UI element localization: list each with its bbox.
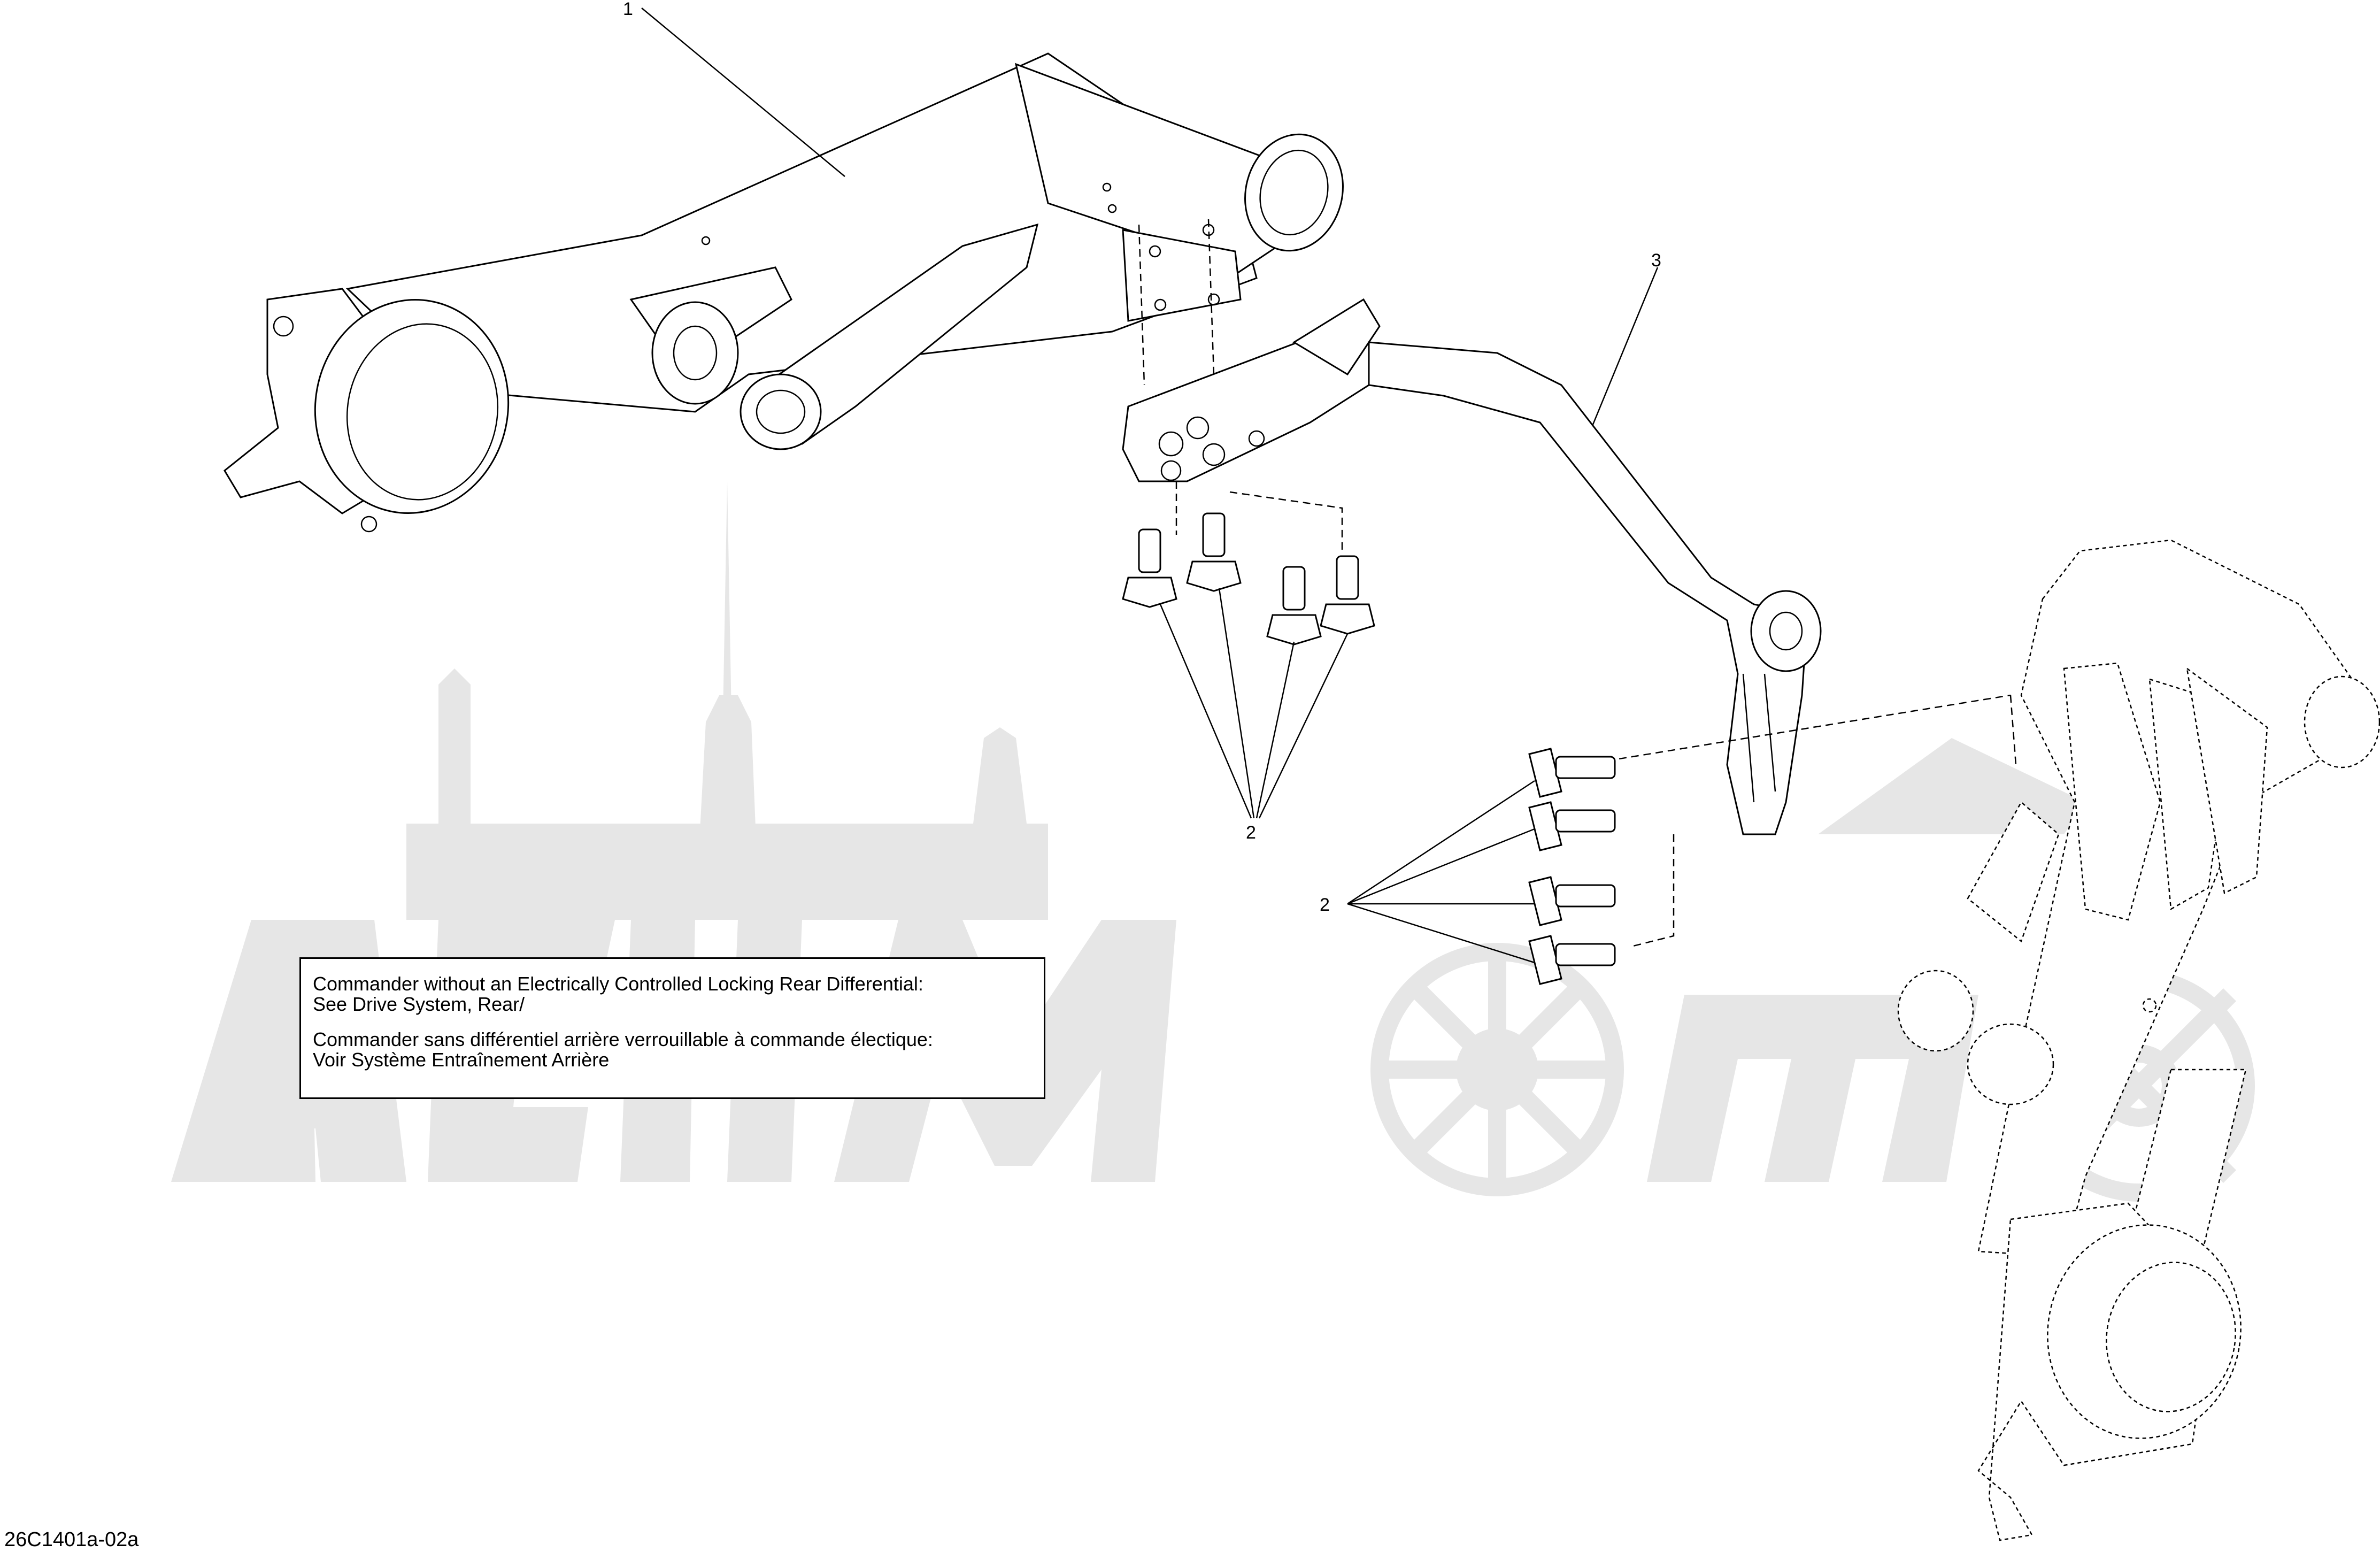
part-2-bolts-upper (1122, 219, 1375, 819)
note-line-2: See Drive System, Rear/ (313, 993, 525, 1015)
callout-label-2-lower: 2 (1320, 895, 1330, 915)
callout-label-1: 1 (623, 0, 633, 19)
callout-label-2-upper: 2 (1246, 823, 1256, 843)
bolt-lower-4 (1528, 935, 1616, 985)
callout-label-3: 3 (1651, 250, 1661, 271)
bolt-lower-1 (1528, 748, 1616, 798)
bolt-lower-2 (1528, 801, 1616, 851)
note-line-4: Voir Système Entraînement Arrière (313, 1049, 610, 1071)
note-paragraph-english: Commander without an Electrically Contro… (313, 974, 1032, 1015)
bolt-upper-3 (1266, 566, 1322, 645)
part-3-link-lever (1122, 267, 1822, 835)
note-line-1: Commander without an Electrically Contro… (313, 973, 923, 995)
reference-assembly-phantom (1897, 539, 2380, 1541)
bolt-upper-1 (1122, 528, 1177, 608)
part-1-swing-arm (224, 7, 1344, 533)
bolt-lower-3 (1528, 876, 1616, 926)
diagram-code: 26C1401a-02a (4, 1528, 139, 1551)
note-paragraph-french: Commander sans différentiel arrière verr… (313, 1029, 1032, 1070)
bolt-upper-2 (1186, 512, 1242, 592)
note-line-3: Commander sans différentiel arrière verr… (313, 1028, 933, 1050)
bolt-upper-4 (1320, 555, 1375, 635)
part-2-bolts-lower (1347, 694, 2017, 985)
note-box: Commander without an Electrically Contro… (299, 957, 1045, 1099)
